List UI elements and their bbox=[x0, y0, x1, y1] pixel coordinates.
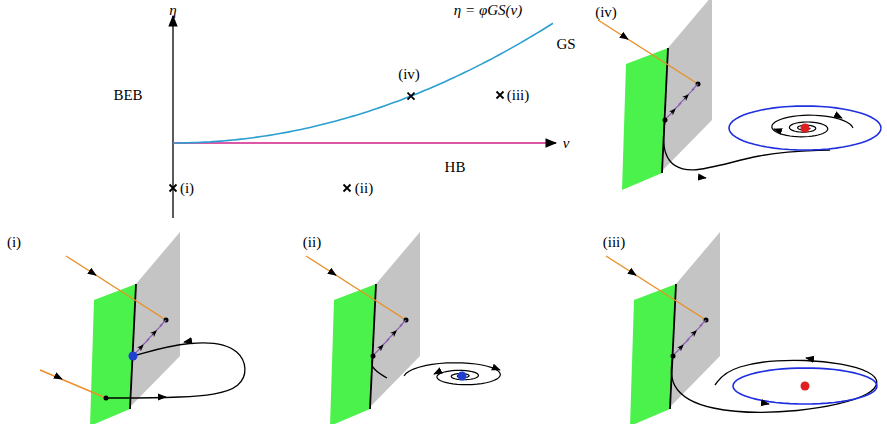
trajectory bbox=[372, 356, 387, 378]
flow-arrow bbox=[184, 341, 190, 342]
flow-arrow bbox=[763, 403, 769, 404]
orange-trajectory bbox=[606, 256, 706, 320]
parameter-cross bbox=[344, 185, 351, 192]
panel-label: (ii) bbox=[303, 235, 321, 250]
equilibrium bbox=[129, 352, 138, 361]
orange-trajectory bbox=[40, 370, 106, 398]
flow-arrow bbox=[633, 273, 636, 275]
grey-plane bbox=[371, 232, 420, 406]
curve-label: GS bbox=[556, 37, 575, 52]
flow-arrow bbox=[806, 358, 812, 359]
curve-label: HB bbox=[445, 160, 466, 175]
flow-arrow bbox=[160, 397, 166, 398]
parameter-cross bbox=[408, 93, 415, 100]
orange-trajectory bbox=[66, 256, 166, 320]
nu-axis-arrow bbox=[549, 142, 556, 143]
hb-line bbox=[173, 142, 555, 144]
flow-arrow bbox=[698, 177, 706, 178]
panel-label: (iii) bbox=[603, 235, 626, 250]
flow-arrow bbox=[684, 97, 686, 99]
phase-portrait-iv bbox=[598, 0, 881, 190]
switching-line bbox=[662, 48, 668, 173]
flow-arrow bbox=[333, 273, 336, 275]
phase-portrait-iii bbox=[606, 232, 877, 424]
flow-arrow bbox=[692, 333, 694, 335]
flow-arrow bbox=[152, 333, 154, 335]
limit-cycle bbox=[733, 368, 877, 404]
phase-portrait-ii bbox=[306, 232, 500, 424]
panel-label: (iv) bbox=[595, 5, 617, 20]
equilibrium bbox=[801, 124, 810, 133]
curve-equation: η = φGS(ν) bbox=[454, 2, 522, 17]
parameter-cross bbox=[497, 92, 504, 99]
green-plane bbox=[622, 48, 668, 190]
point-label: (ii) bbox=[355, 181, 373, 196]
equilibrium bbox=[458, 372, 467, 381]
parameter-cross bbox=[170, 185, 177, 192]
phase-portrait-i bbox=[40, 232, 245, 424]
limit-cycle bbox=[729, 106, 881, 150]
sliding-trajectory bbox=[373, 320, 406, 356]
sliding-trajectory bbox=[665, 84, 698, 120]
region-label: BEB bbox=[113, 88, 142, 103]
flow-arrow bbox=[58, 377, 62, 379]
orange-trajectory bbox=[306, 256, 406, 320]
flow-arrow bbox=[139, 347, 141, 349]
panel-label: (i) bbox=[7, 235, 21, 250]
flow-arrow bbox=[625, 37, 628, 39]
equilibrium bbox=[801, 382, 810, 391]
trajectory bbox=[671, 356, 877, 412]
flow-arrow bbox=[93, 273, 96, 275]
point-label: (iii) bbox=[507, 88, 530, 103]
bifurcation-diagram bbox=[170, 16, 557, 218]
switching-line bbox=[670, 284, 676, 409]
point-label: (iv) bbox=[398, 67, 420, 82]
flow-arrow bbox=[679, 347, 681, 349]
flow-arrow bbox=[774, 129, 780, 131]
switching-line bbox=[370, 284, 376, 409]
spiral bbox=[404, 363, 500, 385]
flow-arrow bbox=[671, 111, 673, 113]
flow-arrow bbox=[836, 115, 842, 118]
green-plane bbox=[630, 284, 676, 424]
trajectory bbox=[664, 120, 831, 170]
flow-arrow bbox=[434, 372, 438, 374]
grey-plane bbox=[663, 0, 712, 170]
flow-arrow bbox=[495, 368, 500, 370]
axis-label: ν bbox=[563, 136, 570, 151]
switching-line bbox=[130, 284, 136, 409]
sliding-trajectory bbox=[673, 320, 706, 356]
spiral bbox=[772, 115, 853, 137]
grey-plane bbox=[671, 232, 720, 406]
flow-arrow bbox=[379, 347, 381, 349]
green-plane bbox=[330, 284, 376, 424]
sliding-trajectory bbox=[133, 320, 166, 356]
grey-plane bbox=[131, 232, 180, 406]
point-label: (i) bbox=[180, 181, 194, 196]
gs-curve bbox=[173, 23, 553, 143]
axis-label: η bbox=[169, 2, 176, 17]
trajectory bbox=[106, 343, 245, 398]
orange-trajectory bbox=[598, 20, 698, 84]
flow-arrow bbox=[392, 333, 394, 335]
